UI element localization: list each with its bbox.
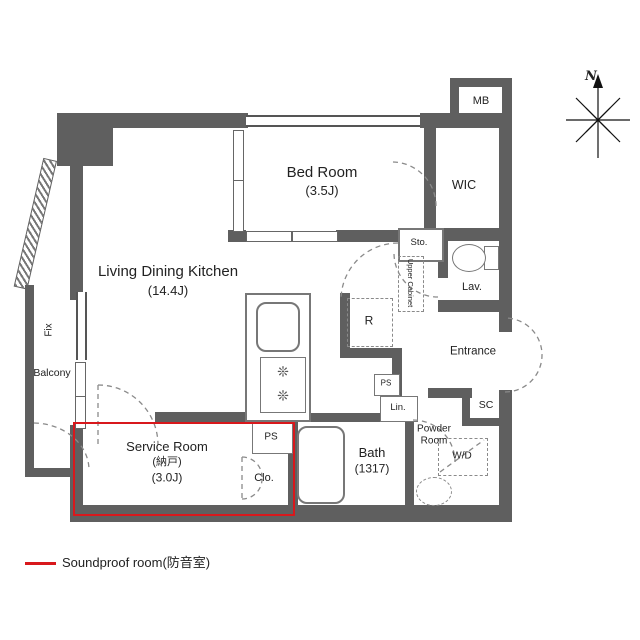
wall-balcony-left (25, 285, 34, 477)
room-label-ps-service: PS (264, 431, 278, 443)
linen-box (380, 396, 418, 422)
room-label-entrance: Entrance (449, 345, 497, 358)
room-label-bath: Bath (358, 444, 386, 460)
kitchen-sink (256, 302, 300, 352)
burner-icon: ❊ (277, 363, 289, 380)
room-label-bedroom: Bed Room (286, 163, 358, 181)
room-label-balcony: Balcony (33, 367, 71, 380)
wall-mb-top (450, 78, 512, 87)
bedroom-slide-panel (246, 231, 292, 242)
wall-mb-right (502, 78, 512, 125)
room-label-ps-hall: PS (380, 378, 392, 388)
wall-hall-left (340, 293, 350, 353)
wall-diagonal (13, 157, 58, 290)
wall-sc-left (462, 390, 470, 422)
wall-top (100, 113, 248, 128)
wall-mb-left (450, 78, 459, 122)
wall-wic-bottom (424, 228, 512, 241)
room-label-sto: Sto. (410, 236, 428, 248)
room-label-upper-cabinet: Upper Cabinet (406, 258, 416, 308)
room-label-wd: W/D (452, 450, 472, 462)
legend-label: Soundproof room(防音室) (62, 554, 211, 570)
soundproof-room-outline (73, 422, 295, 516)
wall-right-lower (499, 390, 512, 522)
wall-bedroom-wic (424, 126, 436, 230)
room-label-fix: Fix (43, 323, 55, 337)
bedroom-slide-panel (233, 130, 244, 182)
wall-ldk-left (70, 158, 83, 300)
toilet-tank (484, 246, 499, 270)
wall-bedroom-bottom-stub (228, 230, 246, 242)
room-label-service-alt: (納戸) (152, 455, 182, 468)
ps-hall-box (374, 374, 400, 396)
room-label-bath-size: (1317) (354, 461, 390, 476)
wall-bottom (70, 505, 512, 522)
room-label-powder-2: Room (420, 435, 448, 447)
room-label-refrigerator: R (364, 313, 374, 328)
toilet-bowl (452, 244, 486, 272)
room-label-ldk-size: (14.4J) (147, 282, 189, 298)
legend-line (25, 562, 56, 565)
wall-hall-bottom (340, 348, 402, 358)
ps-service-box (252, 423, 293, 454)
room-label-ldk: Living Dining Kitchen (97, 262, 239, 280)
burner-icon: ❊ (277, 387, 289, 404)
kitchen-stove (260, 357, 306, 413)
wall-bath-top (288, 413, 414, 422)
bedroom-slide-panel (233, 180, 244, 232)
room-label-service-size: (3.0J) (151, 470, 183, 485)
room-label-bedroom-size: (3.5J) (305, 182, 339, 198)
wall-balcony-bottom (25, 468, 78, 477)
wall-sc-bottom (462, 418, 512, 426)
bedroom-window (246, 115, 420, 127)
fix-window (76, 292, 87, 360)
wall-bath-powder (405, 413, 414, 508)
wall-entrance-bottom (428, 388, 472, 398)
wall-lav-bottom (438, 300, 512, 312)
washing-machine (416, 477, 452, 506)
room-label-lav: Lav. (462, 280, 482, 293)
compass-north-label: N (585, 68, 597, 84)
room-label-powder-1: Powder (417, 423, 451, 435)
room-label-lin: Lin. (390, 401, 406, 413)
bathtub (297, 426, 345, 504)
balcony-door-panel (75, 362, 86, 397)
wall-right-upper (499, 120, 512, 332)
bedroom-slide-panel (292, 231, 338, 242)
room-label-wic: WIC (451, 178, 477, 193)
wall-top-right (420, 113, 512, 128)
room-label-mb: MB (472, 94, 490, 107)
room-label-sc: SC (478, 399, 494, 412)
